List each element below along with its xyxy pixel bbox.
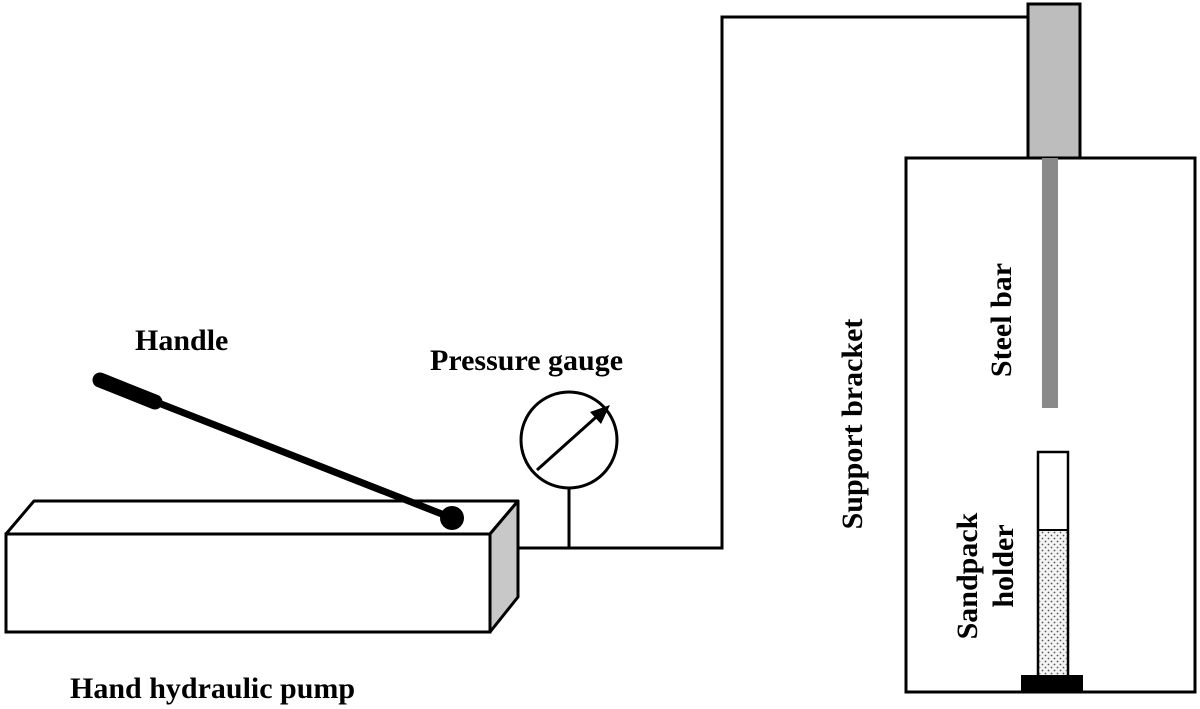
handle-grip (92, 372, 163, 410)
pressure-gauge (519, 390, 619, 548)
gauge-needle (535, 408, 606, 472)
hand-hydraulic-pump (4, 499, 520, 634)
support-bracket-label: Support bracket (836, 319, 869, 530)
pump-handle (92, 372, 464, 530)
steel-bar-label: Steel bar (985, 263, 1018, 377)
hydraulic-piston (1026, 2, 1082, 160)
pump-label: Hand hydraulic pump (70, 672, 355, 705)
gauge-needle-arrowhead (590, 405, 610, 424)
sandpack-holder-label-line1: Sandpack (951, 512, 984, 639)
sandpack-holder (1021, 450, 1083, 692)
hydraulic-line (518, 15, 1028, 550)
sandpack-base (1021, 675, 1083, 692)
pump-front-face (4, 532, 492, 634)
pressure-gauge-label: Pressure gauge (430, 344, 623, 377)
steel-bar (1042, 158, 1058, 408)
sandpack-fill (1039, 530, 1067, 675)
sandpack-holder-label-line2: holder (987, 524, 1020, 607)
handle-pivot (440, 506, 464, 530)
handle-label: Handle (135, 324, 228, 357)
